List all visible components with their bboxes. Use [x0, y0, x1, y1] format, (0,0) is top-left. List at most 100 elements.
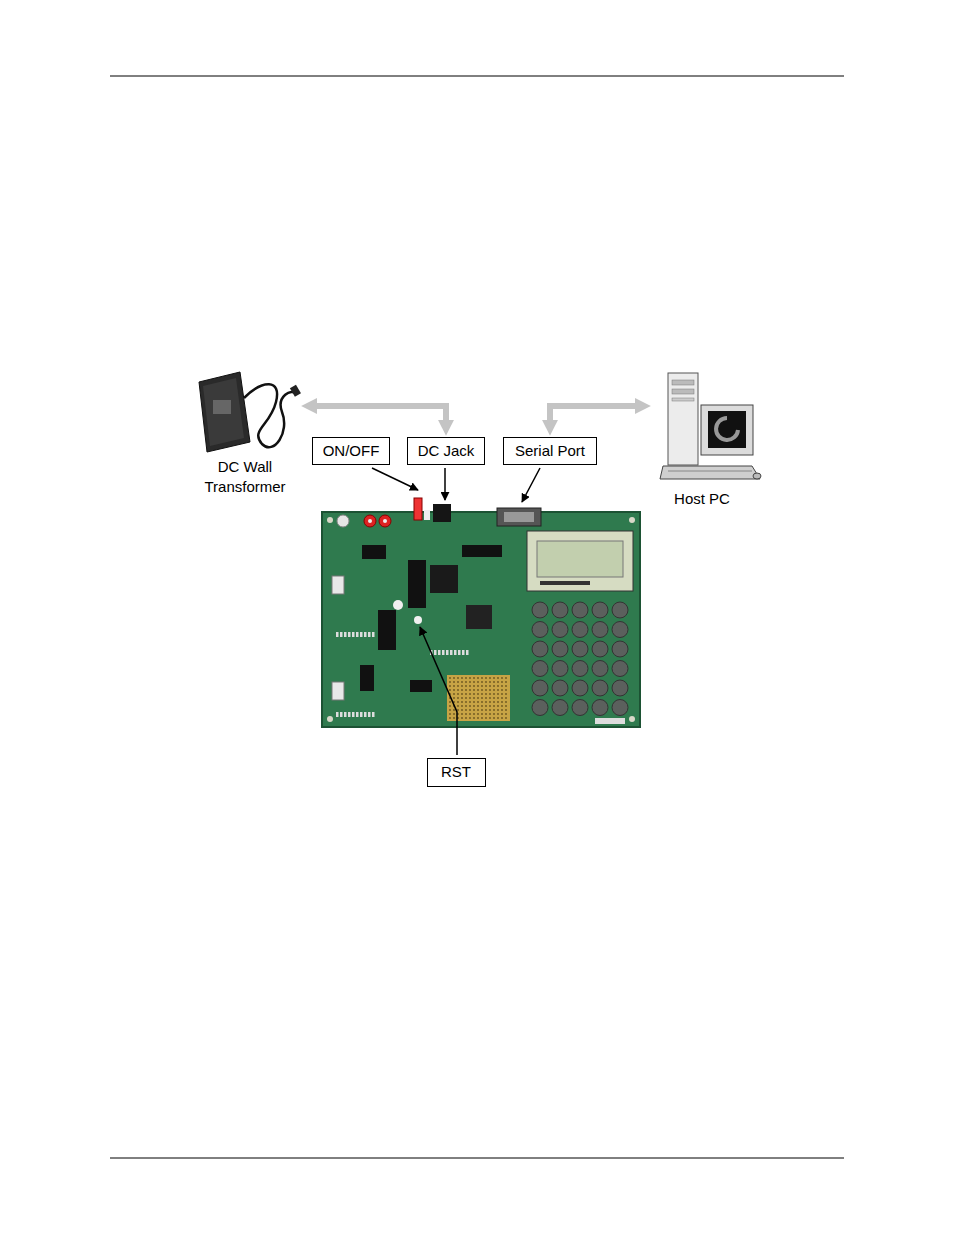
- keypad-button: [532, 700, 548, 716]
- proto-hole: [457, 681, 459, 683]
- proto-hole: [481, 717, 483, 719]
- proto-hole: [453, 689, 455, 691]
- proto-hole: [477, 717, 479, 719]
- proto-hole: [457, 685, 459, 687]
- leader-line: [522, 468, 540, 502]
- proto-hole: [469, 705, 471, 707]
- double-arrow-connector: [316, 406, 446, 421]
- proto-hole: [473, 717, 475, 719]
- proto-hole: [453, 697, 455, 699]
- proto-hole: [485, 693, 487, 695]
- proto-hole: [485, 709, 487, 711]
- keypad-button: [572, 641, 588, 657]
- proto-hole: [473, 713, 475, 715]
- proto-hole: [457, 701, 459, 703]
- keypad-button: [612, 661, 628, 677]
- proto-hole: [465, 685, 467, 687]
- proto-hole: [505, 717, 507, 719]
- proto-hole: [501, 717, 503, 719]
- proto-hole: [505, 713, 507, 715]
- proto-hole: [461, 677, 463, 679]
- proto-hole: [473, 677, 475, 679]
- keypad-button: [532, 602, 548, 618]
- device-node: Host PC: [652, 368, 752, 509]
- proto-hole: [449, 689, 451, 691]
- keypad-button: [592, 661, 608, 677]
- header-pin: [438, 650, 441, 655]
- proto-hole: [493, 689, 495, 691]
- proto-hole: [497, 677, 499, 679]
- keypad-button: [552, 680, 568, 696]
- proto-hole: [505, 677, 507, 679]
- header-pin: [372, 712, 375, 717]
- proto-hole: [497, 701, 499, 703]
- proto-hole: [477, 677, 479, 679]
- keypad-button: [532, 680, 548, 696]
- proto-hole: [501, 701, 503, 703]
- proto-hole: [465, 697, 467, 699]
- proto-hole: [469, 701, 471, 703]
- proto-hole: [457, 677, 459, 679]
- header-pin: [364, 712, 367, 717]
- node-text: RST: [441, 762, 471, 782]
- proto-hole: [497, 697, 499, 699]
- proto-hole: [453, 709, 455, 711]
- proto-hole: [477, 681, 479, 683]
- proto-hole: [497, 693, 499, 695]
- proto-hole: [469, 713, 471, 715]
- header-pin: [368, 712, 371, 717]
- keypad-button: [612, 602, 628, 618]
- proto-hole: [485, 717, 487, 719]
- proto-hole: [485, 705, 487, 707]
- proto-hole: [469, 681, 471, 683]
- header-pin: [458, 650, 461, 655]
- header-pin: [434, 650, 437, 655]
- proto-hole: [465, 709, 467, 711]
- header-pin: [340, 632, 343, 637]
- header-pin: [454, 650, 457, 655]
- proto-hole: [505, 685, 507, 687]
- proto-hole: [461, 697, 463, 699]
- proto-hole: [461, 685, 463, 687]
- node-text: Serial Port: [515, 441, 585, 461]
- proto-hole: [469, 685, 471, 687]
- proto-hole: [477, 689, 479, 691]
- proto-hole: [473, 689, 475, 691]
- proto-hole: [449, 713, 451, 715]
- proto-hole: [493, 697, 495, 699]
- proto-hole: [453, 681, 455, 683]
- device-node: DC Wall Transformer: [190, 368, 300, 497]
- proto-hole: [449, 681, 451, 683]
- proto-hole: [465, 713, 467, 715]
- proto-hole: [461, 705, 463, 707]
- footer-rule: [110, 1158, 844, 1159]
- node-text: Host PC: [652, 489, 752, 509]
- proto-hole: [465, 689, 467, 691]
- proto-hole: [477, 701, 479, 703]
- keypad-button: [612, 700, 628, 716]
- proto-hole: [473, 681, 475, 683]
- proto-hole: [477, 709, 479, 711]
- proto-hole: [501, 693, 503, 695]
- evaluation-board-picture: [322, 498, 640, 727]
- header-pin: [466, 650, 469, 655]
- proto-hole: [501, 713, 503, 715]
- leader-line: [420, 627, 457, 755]
- proto-hole: [461, 693, 463, 695]
- proto-hole: [461, 681, 463, 683]
- proto-hole: [481, 713, 483, 715]
- proto-hole: [469, 709, 471, 711]
- proto-hole: [493, 709, 495, 711]
- proto-hole: [449, 717, 451, 719]
- keypad-button: [532, 661, 548, 677]
- proto-hole: [473, 697, 475, 699]
- header-pin: [340, 712, 343, 717]
- proto-hole: [497, 717, 499, 719]
- proto-hole: [473, 709, 475, 711]
- proto-hole: [457, 705, 459, 707]
- keypad-button: [612, 680, 628, 696]
- callout-box: ON/OFF: [312, 437, 390, 465]
- node-text: ON/OFF: [323, 441, 380, 461]
- callout-box: Serial Port: [503, 437, 597, 465]
